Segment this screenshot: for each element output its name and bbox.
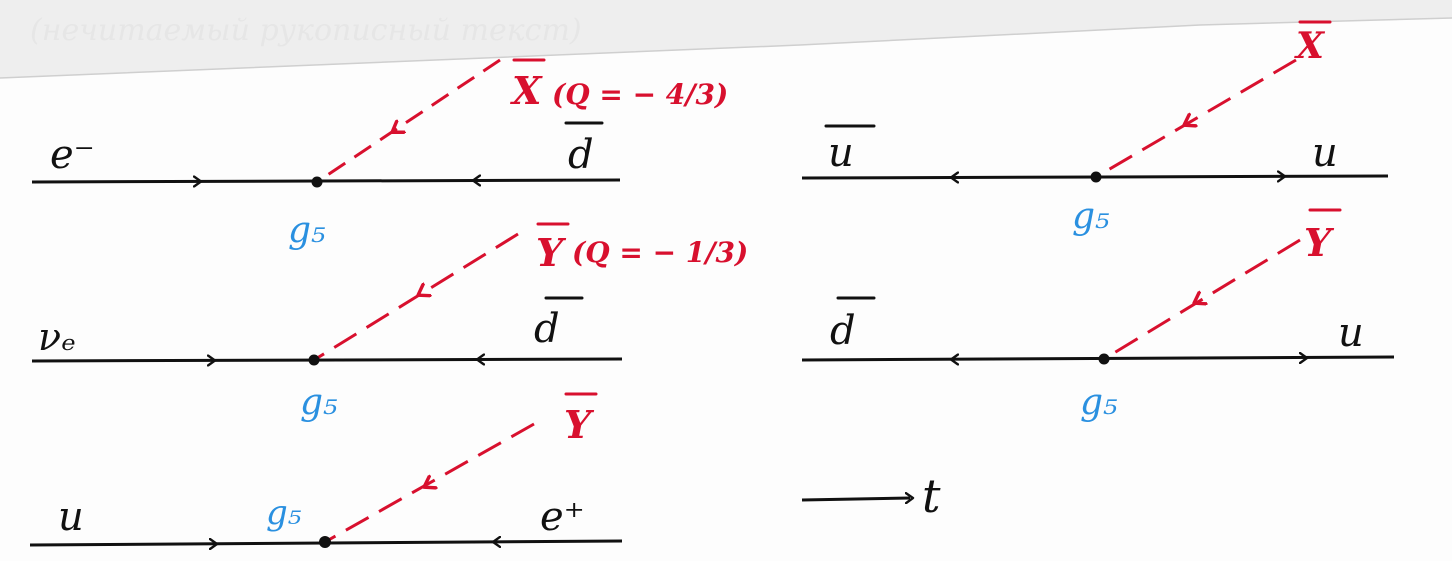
label-left-particle: d [830, 308, 856, 354]
leptoquark-arrow [394, 87, 460, 131]
label-right-particle: e⁺ [540, 494, 585, 540]
time-axis-label: t [922, 469, 941, 523]
leptoquark-line [1095, 58, 1297, 179]
vertex-dot [1090, 171, 1102, 183]
label-leptoquark: X [1294, 25, 1326, 67]
fermion-line [801, 355, 1395, 362]
label-charge: (Q = − 4/3) [552, 78, 728, 111]
vertex-dot [311, 176, 323, 188]
label-coupling: g₅ [288, 210, 325, 251]
vertex-dot [319, 536, 331, 548]
vertex-dot [308, 354, 320, 366]
leptoquark-line [316, 58, 501, 184]
fermion-line [31, 178, 621, 184]
label-left-particle: νₑ [38, 315, 76, 359]
label-leptoquark: Y [1304, 220, 1335, 265]
fermion-line [31, 357, 623, 363]
page-header-strip: (нечитаемый рукописный текст) [0, 0, 1452, 79]
vertex-u-eplus-ybar: u e⁺ Y g₅ [29, 392, 623, 548]
label-left-particle: u [58, 494, 84, 540]
label-right-particle: u [1338, 310, 1364, 356]
time-axis-line [801, 496, 911, 502]
leptoquark-line [324, 422, 535, 544]
vertex-e-dbar-xbar: e⁻ d X (Q = − 4/3) g₅ [31, 58, 728, 251]
label-leptoquark: Y [564, 402, 595, 447]
label-charge: (Q = − 1/3) [572, 236, 748, 269]
label-left-particle: u [828, 130, 854, 176]
label-leptoquark: Y [536, 230, 567, 275]
label-coupling: g₅ [1072, 196, 1109, 237]
leptoquark-line [313, 232, 519, 362]
label-right-particle: u [1312, 130, 1338, 176]
label-leptoquark: X [510, 68, 543, 113]
header-text: (нечитаемый рукописный текст) [30, 13, 582, 48]
label-left-particle: e⁻ [50, 132, 95, 178]
vertex-dot [1098, 353, 1110, 365]
leptoquark-line [1103, 238, 1301, 361]
vertex-dbar-u-ybar: d u Y g₅ [801, 208, 1395, 423]
label-right-particle: d [568, 132, 594, 178]
label-right-particle: d [534, 306, 560, 352]
vertex-nue-dbar-ybar: νₑ d Y (Q = − 1/3) g₅ [31, 222, 748, 423]
time-axis: t [801, 469, 941, 523]
label-coupling: g₅ [300, 382, 337, 423]
label-coupling: g₅ [1080, 382, 1117, 423]
label-coupling: g₅ [266, 493, 302, 533]
vertex-ubar-u-xbar: u u X g₅ [801, 20, 1389, 237]
